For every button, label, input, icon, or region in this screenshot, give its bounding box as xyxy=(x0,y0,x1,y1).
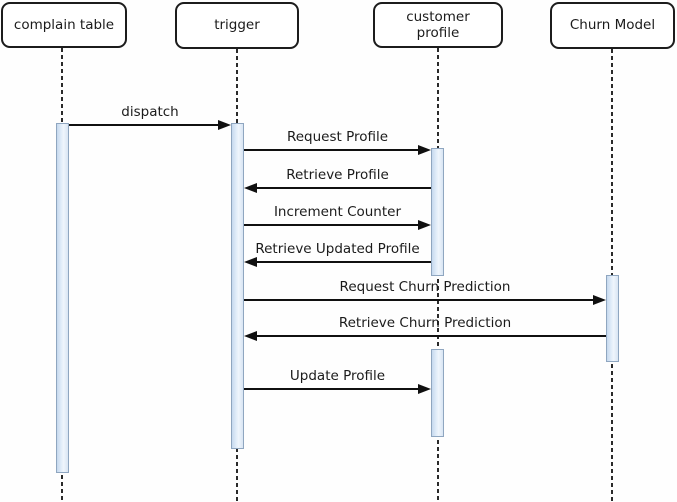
activation-bar-complain-table xyxy=(56,123,69,473)
message-arrowhead xyxy=(593,295,606,305)
message-arrowhead xyxy=(244,331,257,341)
participant-box-complain-table: complain table xyxy=(1,2,127,48)
message-label: dispatch xyxy=(121,104,179,120)
activation-bar-churn-model xyxy=(606,275,619,362)
message-line xyxy=(244,224,428,226)
message-arrowhead xyxy=(244,257,257,267)
message-label: Request Churn Prediction xyxy=(339,279,511,295)
message-label: Retrieve Profile xyxy=(286,167,389,183)
message-arrowhead xyxy=(418,220,431,230)
participant-label: customer xyxy=(406,8,470,25)
message-label: Retrieve Churn Prediction xyxy=(338,315,512,331)
activation-bar-customer-profile xyxy=(431,148,444,276)
message-label: Update Profile xyxy=(289,368,386,384)
message-line xyxy=(244,299,603,301)
message-arrowhead xyxy=(218,120,231,130)
participant-box-churn-model: Churn Model xyxy=(550,2,675,49)
participant-label: Churn Model xyxy=(569,17,656,34)
message-label: Increment Counter xyxy=(273,204,402,220)
message-label: Request Profile xyxy=(286,129,389,145)
message-line xyxy=(244,149,428,151)
message-arrowhead xyxy=(418,145,431,155)
participant-label: trigger xyxy=(214,17,260,34)
message-arrowhead xyxy=(244,183,257,193)
message-label: Retrieve Updated Profile xyxy=(255,241,420,257)
activation-bar-customer-profile xyxy=(431,349,444,437)
activation-bar-trigger xyxy=(231,123,244,449)
participant-label: complain table xyxy=(13,16,115,33)
message-line xyxy=(247,335,606,337)
message-line xyxy=(69,124,228,126)
message-line xyxy=(247,261,431,263)
message-arrowhead xyxy=(418,384,431,394)
participant-label: profile xyxy=(416,25,460,41)
participant-box-trigger: trigger xyxy=(175,2,299,49)
message-line xyxy=(244,388,428,390)
message-line xyxy=(247,187,431,189)
